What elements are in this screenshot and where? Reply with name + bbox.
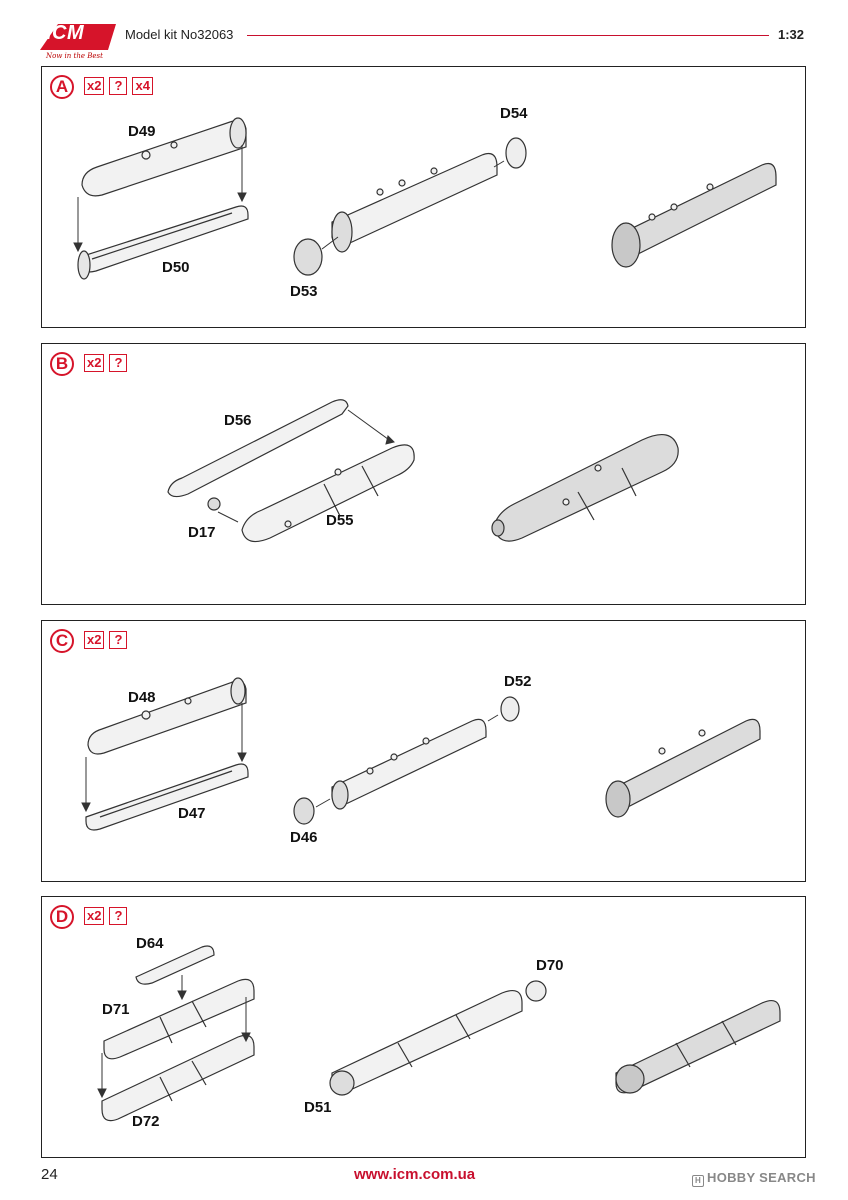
assembly-illustration-d — [97, 945, 781, 1122]
step-panel-d: D x2 ? D64 — [41, 896, 806, 1158]
step-panel-a: A x2 ? x4 — [41, 66, 806, 328]
logo-tagline: Now in the Best — [46, 52, 103, 60]
assembly-illustration-b — [167, 399, 679, 543]
quantity-badge: x2 — [84, 907, 105, 925]
page-number: 24 — [41, 1166, 58, 1183]
hobby-search-logo-icon: H — [692, 1175, 704, 1187]
watermark-text: HOBBY SEARCH — [707, 1170, 816, 1185]
part-label: D51 — [304, 1099, 332, 1116]
logo-text: ICM — [46, 22, 85, 44]
part-label: D52 — [504, 673, 532, 690]
part-label: D64 — [136, 935, 164, 952]
part-label: D48 — [128, 689, 156, 706]
quantity-badge: x2 — [84, 631, 105, 649]
option-badge: ? — [109, 907, 128, 925]
part-label: D49 — [128, 123, 156, 140]
step-badges: x2 ? — [84, 354, 128, 372]
option-badge: ? — [109, 631, 128, 649]
header-divider — [247, 35, 769, 36]
part-label: D55 — [326, 512, 354, 529]
model-kit-label: Model kit No32063 — [125, 27, 234, 42]
step-badges: x2 ? — [84, 907, 128, 925]
step-badges: x2 ? x4 — [84, 77, 153, 95]
website-link[interactable]: www.icm.com.ua — [354, 1166, 476, 1183]
page-header: ICM Now in the Best Model kit No32063 1:… — [0, 0, 848, 62]
part-label: D17 — [188, 524, 216, 541]
icm-logo: ICM Now in the Best — [38, 20, 118, 66]
part-label: D72 — [132, 1113, 160, 1130]
option-badge: ? — [109, 354, 128, 372]
part-label: D71 — [102, 1001, 130, 1018]
part-label: D54 — [500, 105, 528, 122]
part-label: D53 — [290, 283, 318, 300]
scale-label: 1:32 — [778, 27, 805, 42]
part-label: D47 — [178, 805, 206, 822]
step-panel-c: C x2 ? D48 D47 D52 D46 — [41, 620, 806, 882]
assembly-illustration-c — [81, 677, 761, 831]
step-letter: D — [50, 905, 74, 929]
quantity-badge: x4 — [132, 77, 153, 95]
assembly-illustration-a — [73, 117, 777, 280]
step-letter: A — [50, 75, 74, 99]
quantity-badge: x2 — [84, 77, 105, 95]
quantity-badge: x2 — [84, 354, 105, 372]
part-label: D46 — [290, 829, 318, 846]
step-panel-b: B x2 ? D56 D17 D55 — [41, 343, 806, 605]
step-letter: B — [50, 352, 74, 376]
logo-banner-shape — [40, 24, 116, 50]
part-label: D70 — [536, 957, 564, 974]
option-badge: ? — [109, 77, 128, 95]
step-letter: C — [50, 629, 74, 653]
step-badges: x2 ? — [84, 631, 128, 649]
part-label: D56 — [224, 412, 252, 429]
part-label: D50 — [162, 259, 190, 276]
